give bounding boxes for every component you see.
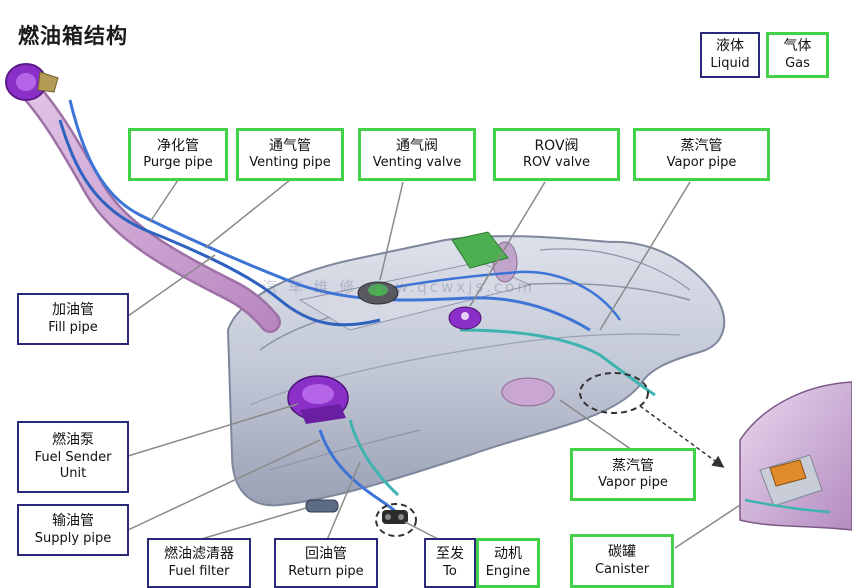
label-vapor-pipe-top: 蒸汽管 Vapor pipe xyxy=(633,128,770,181)
vapor-line xyxy=(459,328,656,397)
label-purge-pipe: 净化管 Purge pipe xyxy=(128,128,228,181)
label-fuel-filter: 燃油滤清器 Fuel filter xyxy=(147,538,251,588)
legend-gas: 气体 Gas xyxy=(766,32,829,78)
label-fuel-sender-unit: 燃油泵 Fuel Sender Unit xyxy=(17,421,129,493)
label-venting-pipe: 通气管 Venting pipe xyxy=(236,128,344,181)
fuel-cap xyxy=(5,63,59,101)
label-rov-valve: ROV阀 ROV valve xyxy=(493,128,620,181)
rov-valve-part xyxy=(448,306,482,330)
label-venting-valve: 通气阀 Venting valve xyxy=(358,128,476,181)
venting-valve-part xyxy=(357,281,399,305)
legend-liquid: 液体 Liquid xyxy=(700,32,760,78)
label-to-engine-right: 动机 Engine xyxy=(476,538,540,588)
page-title: 燃油箱结构 xyxy=(18,24,128,48)
engine-connection-highlight xyxy=(375,503,417,537)
purge-line xyxy=(68,99,591,332)
label-return-pipe: 回油管 Return pipe xyxy=(274,538,378,588)
fuel-filter-part xyxy=(305,499,339,513)
label-canister: 碳罐 Canister xyxy=(570,534,674,588)
label-supply-pipe: 输油管 Supply pipe xyxy=(17,504,129,556)
label-vapor-pipe-right: 蒸汽管 Vapor pipe xyxy=(570,448,696,501)
canister-connection-highlight xyxy=(579,372,649,414)
canister-inset xyxy=(739,381,852,531)
leader-lines xyxy=(127,179,741,549)
label-to-engine-left: 至发 To xyxy=(424,538,476,588)
venting-line xyxy=(58,119,381,327)
fill-pipe-shape xyxy=(11,71,281,333)
fuel-sender-unit-part xyxy=(287,375,349,424)
green-valve-block xyxy=(451,231,509,269)
return-line xyxy=(348,419,400,497)
label-fill-pipe: 加油管 Fill pipe xyxy=(17,293,129,345)
watermark: 汽 车 维 修 www.qcwxjs.com xyxy=(262,278,535,296)
tank-top-line xyxy=(379,270,622,321)
fuel-tank xyxy=(226,235,726,507)
detail-arrow xyxy=(639,405,725,468)
to-engine-connector xyxy=(382,510,408,524)
